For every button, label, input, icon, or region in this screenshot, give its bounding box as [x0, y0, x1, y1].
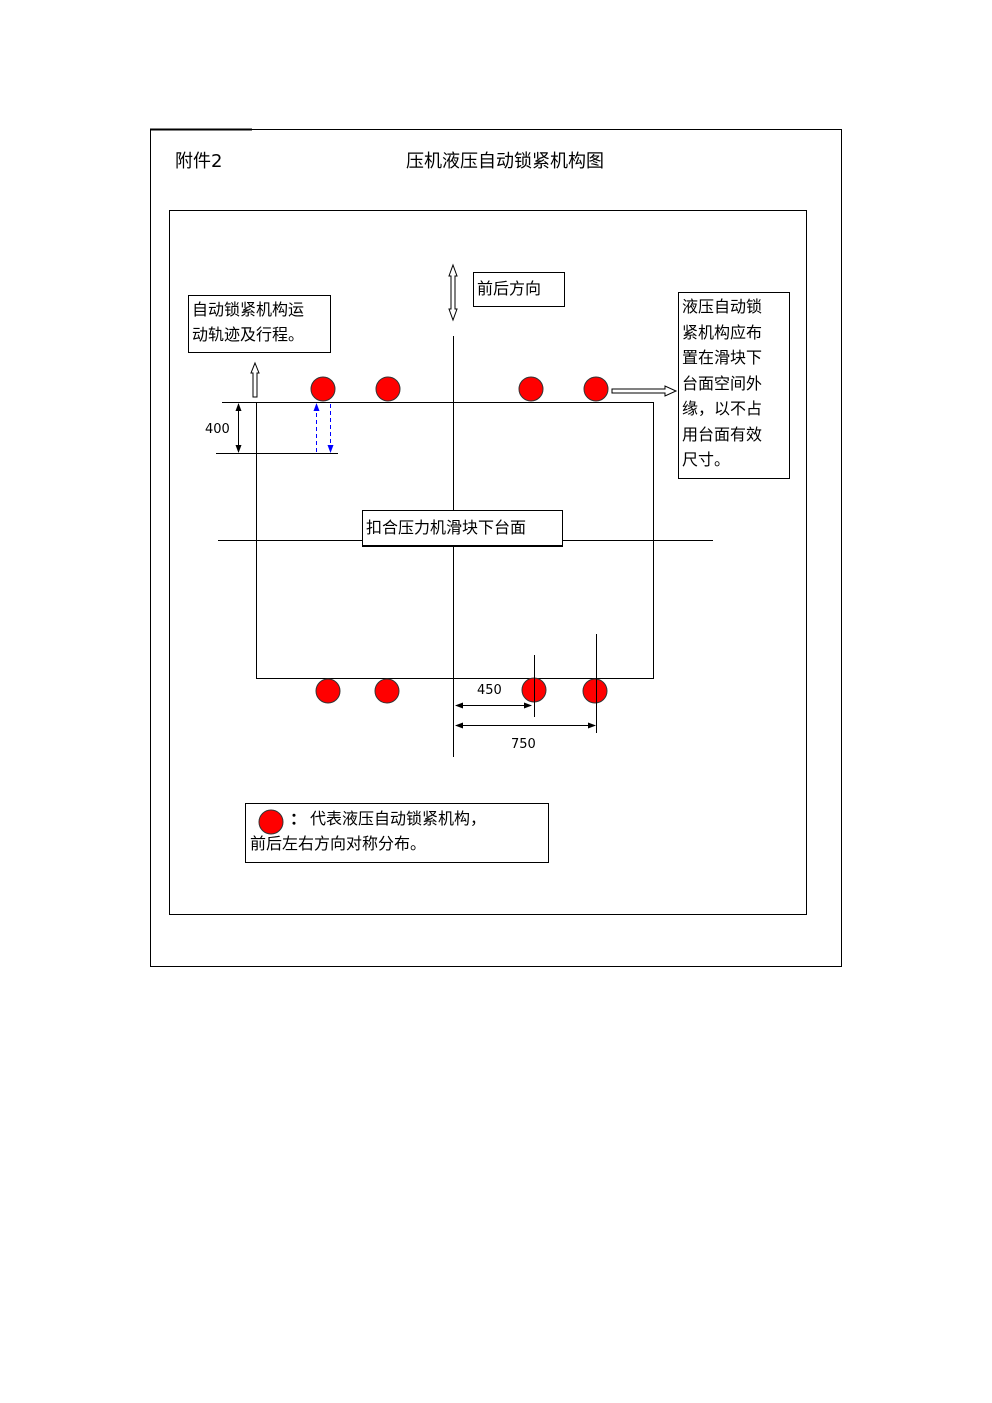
legend-colon: ： [290, 809, 307, 828]
travel-note-line: 自动锁紧机构运 [192, 300, 305, 319]
legend-line-2: 前后左右方向对称分布。 [250, 834, 427, 853]
placement-note-line: 尺寸。 [682, 450, 731, 469]
placement-note-box: 液压自动锁 紧机构应布 置在滑块下 台面空间外 缘，以不占 用台面有效 尺寸。 [678, 292, 790, 479]
dim-750-label: 750 [511, 737, 536, 752]
placement-note-line: 紧机构应布 [682, 322, 763, 342]
up-arrow-icon [250, 361, 260, 398]
placement-note-line: 缘，以不占 [682, 399, 763, 418]
table-label: 扣合压力机滑块下台面 [366, 518, 527, 537]
lock-circle [582, 678, 608, 704]
placement-note-line: 液压自动锁 [682, 297, 763, 316]
travel-note-box: 自动锁紧机构运 动轨迹及行程。 [188, 295, 331, 353]
attachment-label: 附件2 [175, 151, 223, 172]
lock-circle [583, 376, 609, 402]
dim-400-label: 400 [205, 422, 230, 437]
placement-note-line: 用台面有效 [682, 424, 763, 444]
inner-frame [169, 210, 807, 915]
page-title: 压机液压自动锁紧机构图 [406, 151, 604, 172]
direction-label-box: 前后方向 [473, 272, 565, 307]
placement-note-line: 台面空间外 [682, 373, 763, 393]
table-label-box: 扣合压力机滑块下台面 [362, 510, 563, 547]
legend-box: ：代表液压自动锁紧机构， 前后左右方向对称分布。 [245, 803, 549, 863]
lock-circle [315, 678, 341, 704]
direction-label: 前后方向 [477, 279, 542, 298]
placement-note-line: 置在滑块下 [682, 348, 763, 367]
legend-line-1: 代表液压自动锁紧机构， [310, 809, 487, 828]
dim-450-label: 450 [477, 683, 502, 698]
front-back-arrow-icon [448, 263, 458, 322]
legend-lock-icon [258, 809, 284, 835]
lock-circle [310, 376, 336, 402]
lock-circle [518, 376, 544, 402]
outer-frame [150, 129, 842, 967]
travel-note-line: 动轨迹及行程。 [192, 325, 305, 344]
right-arrow-icon [611, 385, 678, 397]
lock-circle [374, 678, 400, 704]
lock-circle [375, 376, 401, 402]
